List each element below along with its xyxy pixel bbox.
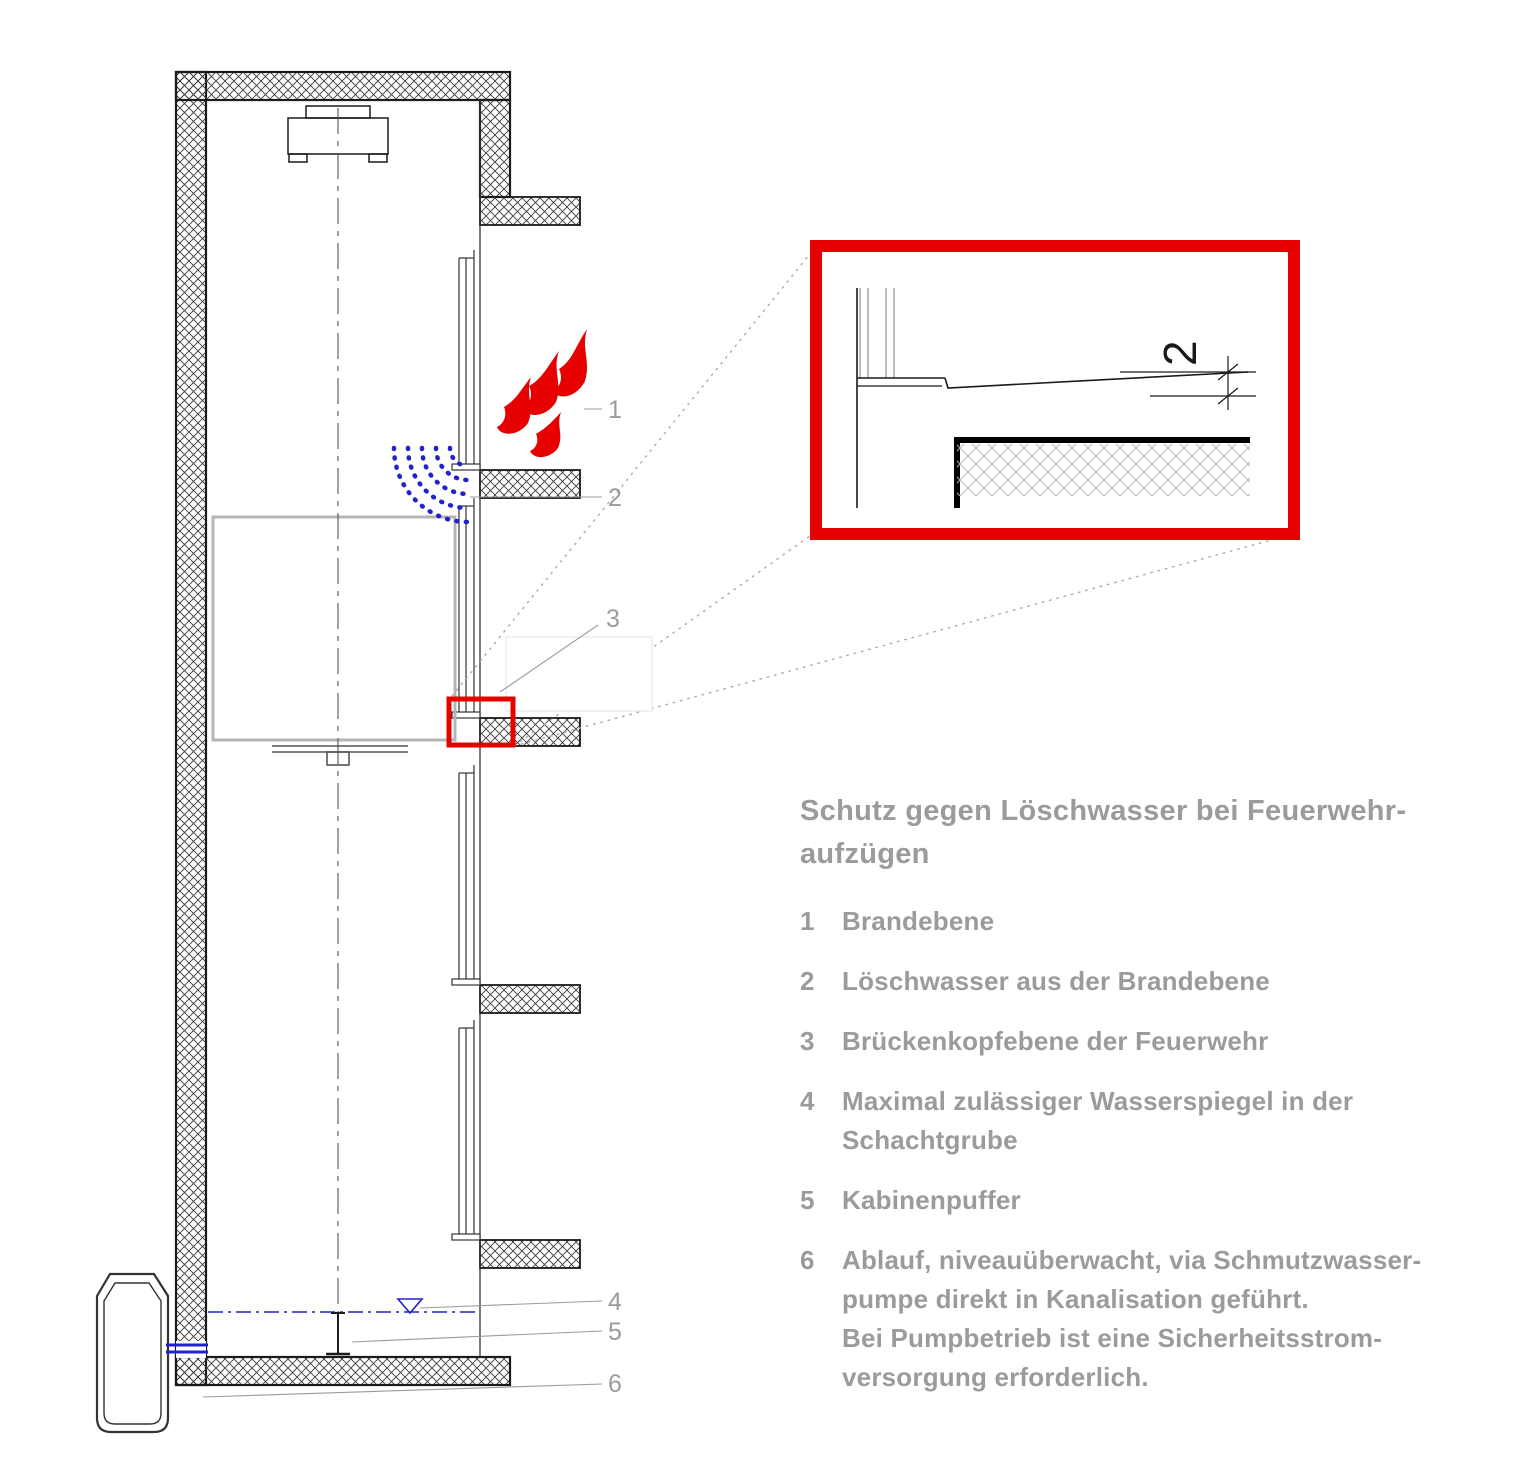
car-buffer: [326, 1312, 350, 1356]
legend-item-text: Brückenkopfebene der Feuerwehr: [842, 1026, 1269, 1056]
legend-item-number: 4: [800, 1086, 815, 1116]
legend-item-6: 6 Ablauf, niveauüberwacht, via Schmutzwa…: [800, 1241, 1490, 1397]
legend-item-text: Maximal zulässiger Wasserspiegel in der …: [842, 1086, 1354, 1155]
detail-inset-border: [810, 240, 1300, 540]
legend-item-number: 5: [800, 1185, 815, 1215]
water-spray-icon: [391, 445, 471, 525]
car-sill: [272, 745, 408, 766]
callout-numbers: 1 2 3 4 5 6: [606, 396, 622, 1398]
legend-item-text: Löschwasser aus der Brandebene: [842, 966, 1270, 996]
callout-leaders: [202, 408, 603, 1398]
detail-inset: 2: [810, 240, 1300, 540]
callout-number-1: 1: [608, 396, 622, 424]
legend-item-number: 2: [800, 966, 815, 996]
legend-item-2: 2 Löschwasser aus der Brandebene: [800, 962, 1490, 1001]
legend-item-number: 3: [800, 1026, 815, 1056]
blank-label-box: [505, 636, 653, 712]
legend: Schutz gegen Löschwasser bei Feuerwehr- …: [800, 790, 1490, 1418]
legend-item-4: 4 Maximal zulässiger Wasserspiegel in de…: [800, 1082, 1490, 1160]
legend-item-text: Ablauf, niveauüberwacht, via Schmutzwass…: [842, 1245, 1422, 1392]
sump-tank: [95, 1272, 170, 1434]
callout-number-5: 5: [608, 1318, 622, 1346]
figure-title-line-2: aufzügen: [800, 838, 930, 870]
legend-item-1: 1 Brandebene: [800, 902, 1490, 941]
legend-item-text: Kabinenpuffer: [842, 1185, 1021, 1215]
callout-number-2: 2: [608, 484, 622, 512]
fire-icon: [497, 329, 587, 458]
legend-item-3: 3 Brückenkopfebene der Feuerwehr: [800, 1022, 1490, 1061]
legend-item-number: 6: [800, 1245, 815, 1275]
detail-dimension-label: 2: [1154, 340, 1206, 366]
callout-number-4: 4: [608, 1288, 622, 1316]
elevator-car: [211, 515, 457, 742]
detail-inset-content: 2: [856, 288, 1256, 508]
drain-pipe: [166, 1341, 208, 1358]
callout-number-6: 6: [608, 1370, 622, 1398]
figure-title-line-1: Schutz gegen Löschwasser bei Feuerwehr-: [800, 795, 1407, 827]
legend-item-number: 1: [800, 906, 815, 936]
callout-number-3: 3: [606, 605, 620, 633]
water-level-icon: [208, 1298, 478, 1315]
legend-item-text: Brandebene: [842, 906, 995, 936]
elevator-shaft-walls: [174, 70, 512, 1387]
detail-dimension-lines: [1120, 356, 1256, 410]
figure-title: Schutz gegen Löschwasser bei Feuerwehr- …: [800, 790, 1490, 876]
legend-item-5: 5 Kabinenpuffer: [800, 1181, 1490, 1220]
detail-callout-rect: [446, 696, 516, 748]
